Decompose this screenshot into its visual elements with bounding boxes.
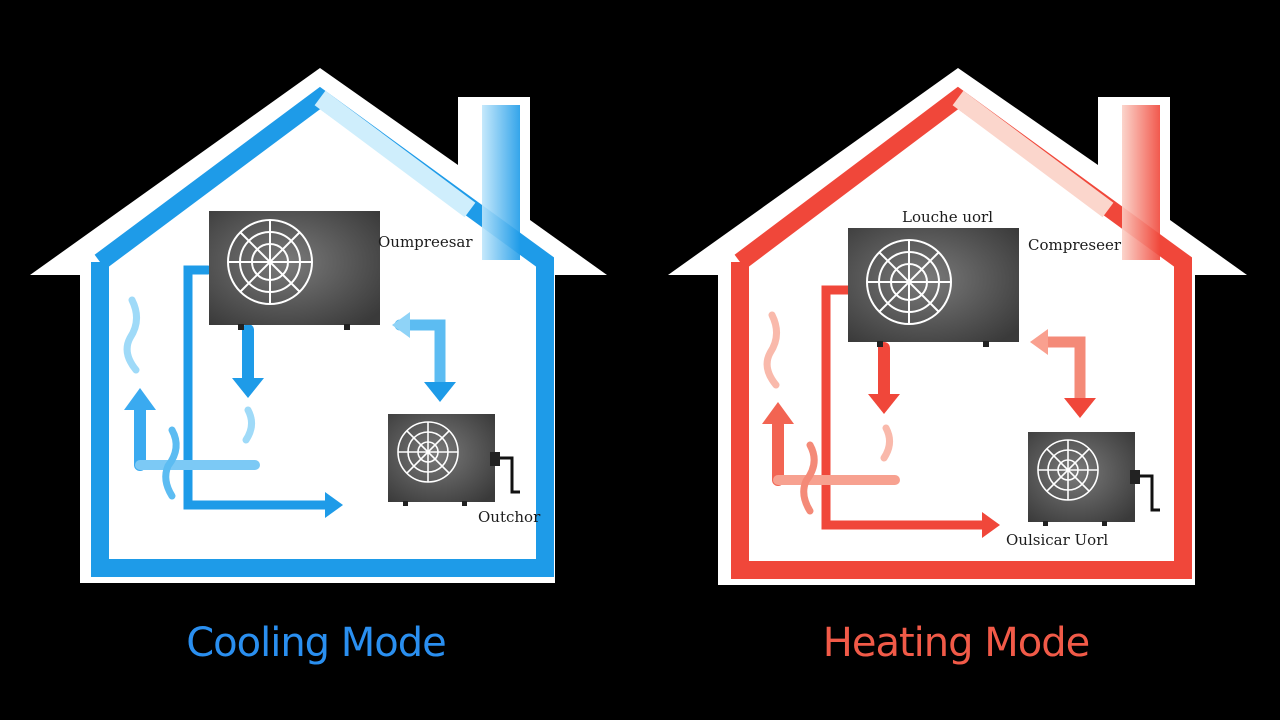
outdoor-fan-unit-icon bbox=[1028, 432, 1160, 526]
indoor-fan-unit-icon bbox=[209, 211, 380, 330]
cooling-panel: Oumpreesar Outchor bbox=[30, 68, 607, 583]
compressor-label: Oumpreesar bbox=[378, 233, 473, 251]
outdoor-fan-unit-icon bbox=[388, 414, 520, 506]
indoor-fan-unit-icon bbox=[848, 228, 1019, 347]
cooling-mode-caption: Cooling Mode bbox=[186, 620, 447, 666]
flow-arrow-icon bbox=[762, 285, 1096, 538]
outdoor-label: Oulsicar Uorl bbox=[1006, 531, 1108, 549]
compressor-label: Compreseer bbox=[1028, 236, 1122, 254]
heating-panel: Louche uorl Compreseer Oulsicar Uorl bbox=[668, 68, 1247, 585]
heating-mode-caption: Heating Mode bbox=[822, 620, 1090, 666]
flow-arrow-icon bbox=[123, 265, 456, 518]
outdoor-label: Outchor bbox=[478, 508, 541, 526]
top-unit-label: Louche uorl bbox=[902, 208, 993, 226]
fan-grille-icon bbox=[227, 219, 313, 305]
